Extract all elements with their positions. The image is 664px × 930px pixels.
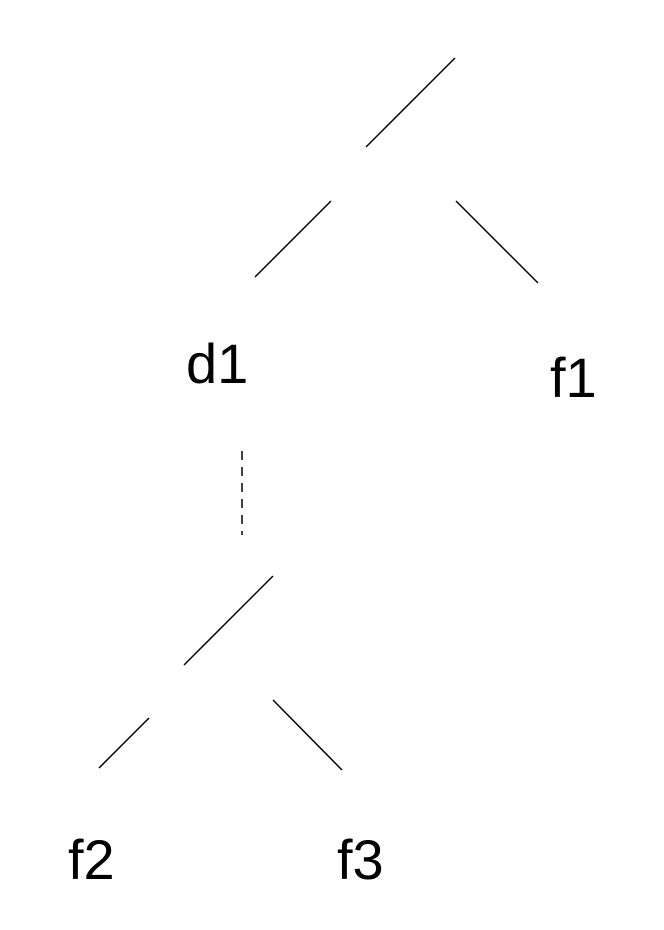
edge-to-f2: [98, 717, 150, 769]
node-d1-label: d1: [186, 332, 249, 395]
edge-root-up: [365, 57, 456, 148]
edge-to-f1: [455, 200, 539, 284]
node-f2-label: f2: [68, 828, 115, 891]
node-f3-label: f3: [337, 828, 384, 891]
edge-to-d1: [254, 200, 332, 278]
edge-subtree-up: [183, 575, 274, 666]
node-f1-label: f1: [550, 346, 597, 409]
edge-to-f3: [272, 699, 343, 771]
